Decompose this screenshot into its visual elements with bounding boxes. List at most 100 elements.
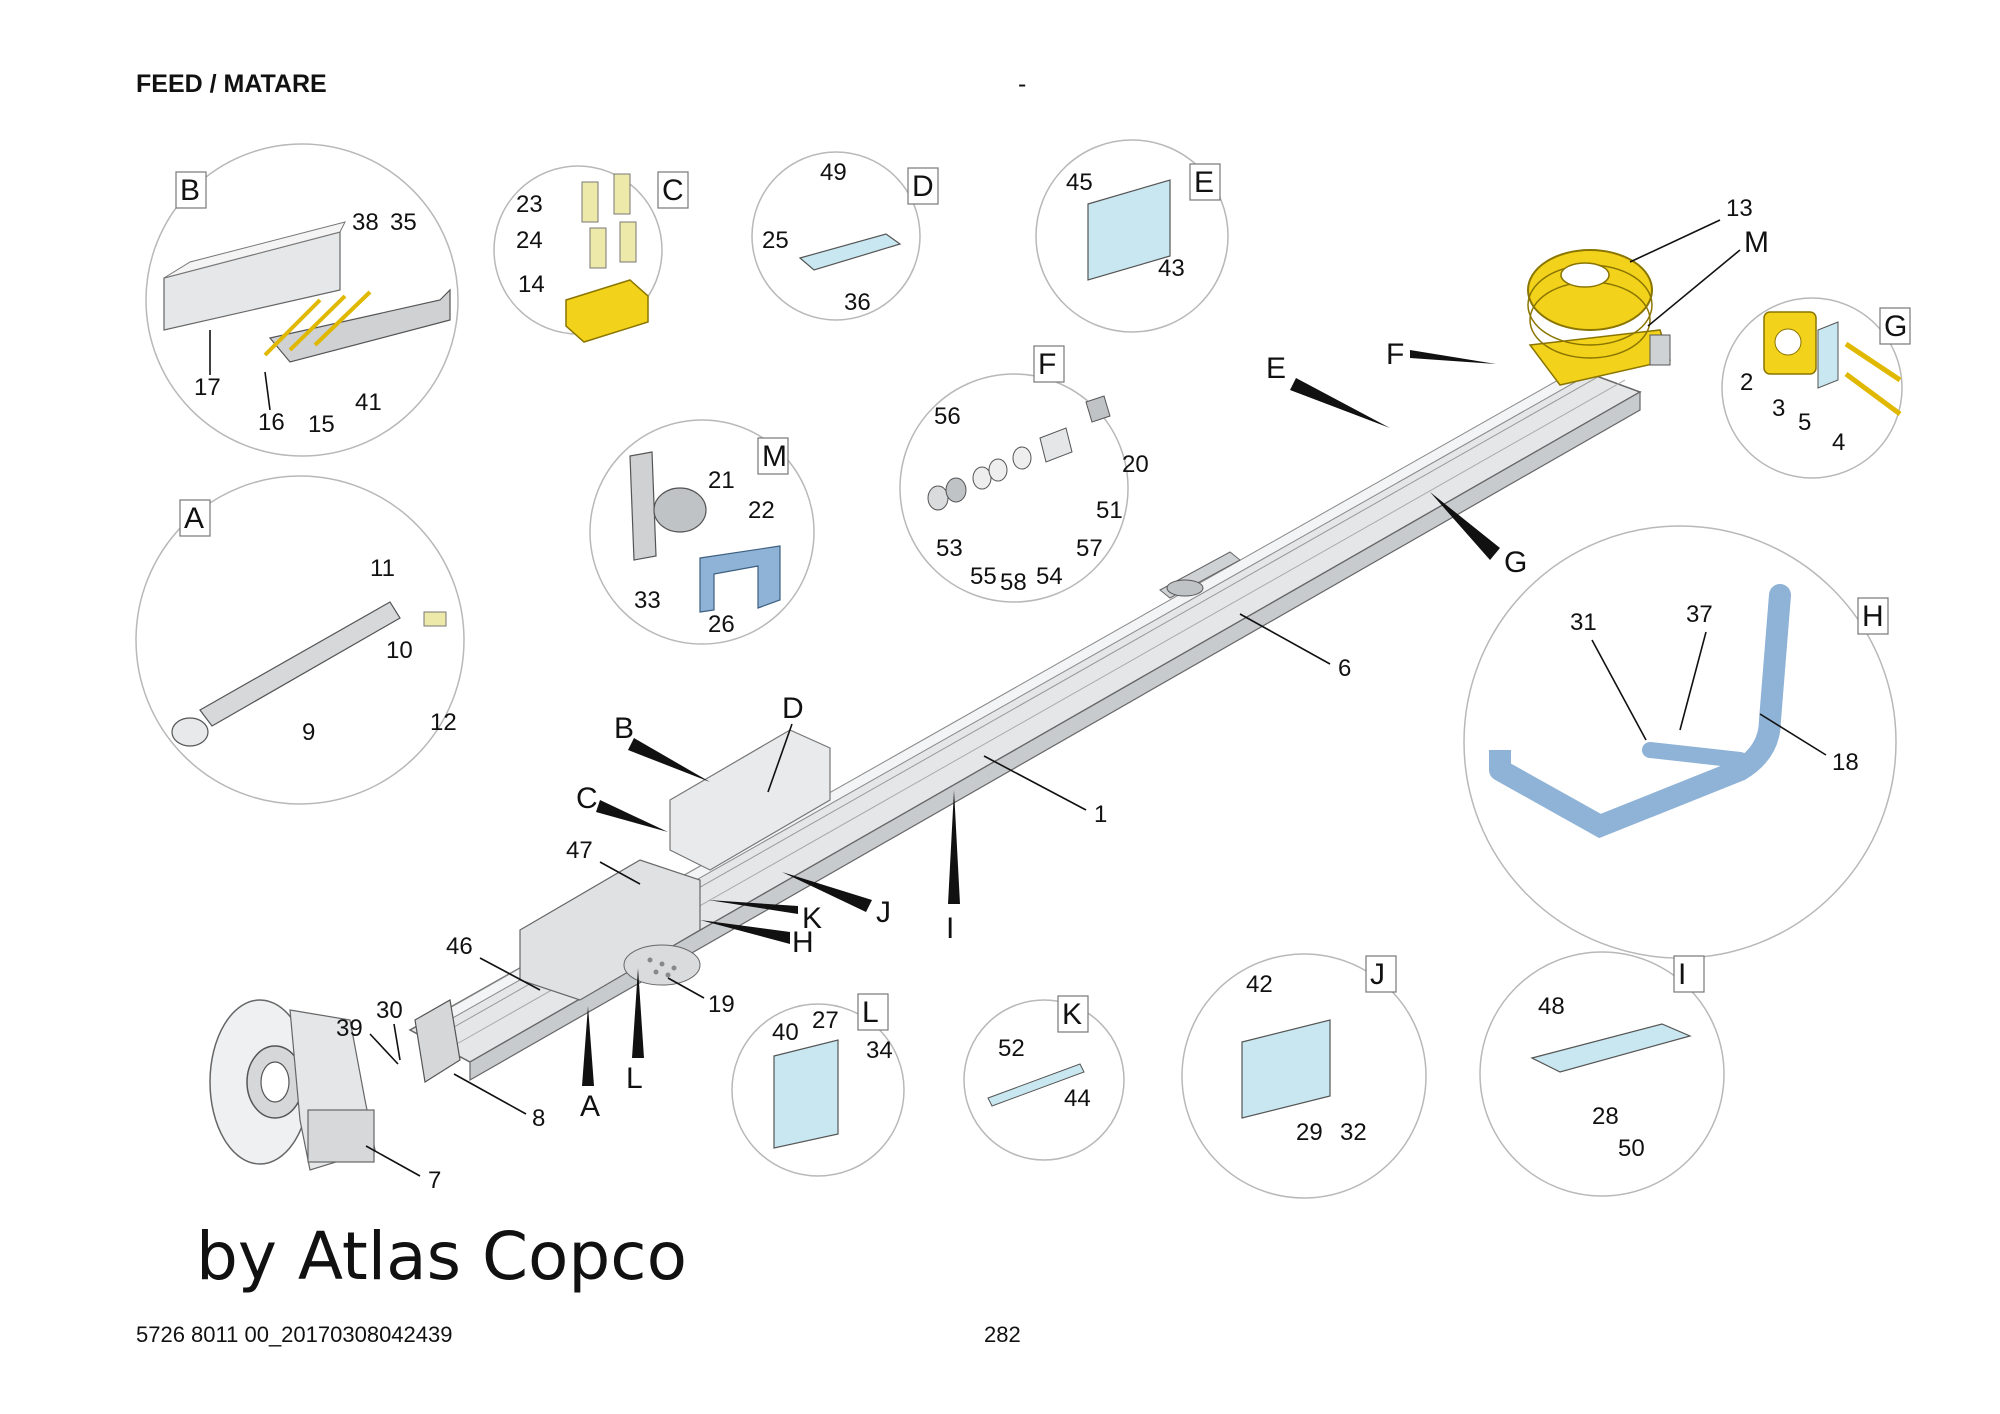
part-number: 37 [1686, 601, 1713, 628]
part-number: 20 [1122, 451, 1149, 478]
detail-view-b: B 38 35 17 16 15 41 [145, 143, 459, 457]
part-number: 12 [430, 709, 457, 736]
part-number: 39 [336, 1015, 363, 1042]
detail-view-c: C 23 24 14 [493, 165, 689, 343]
part-number: 16 [258, 409, 285, 436]
detail-label: K [1062, 998, 1082, 1031]
detail-view-m: M 21 22 33 26 [589, 419, 815, 645]
footer-doc-id: 5726 8011 00_20170308042439 [136, 1322, 453, 1347]
part-number: 19 [708, 991, 735, 1018]
part-number: 55 [970, 563, 997, 590]
detail-label: I [1678, 958, 1686, 991]
detail-view-f: F 56 20 51 53 55 58 54 57 [899, 345, 1149, 603]
part-number: 13 [1726, 195, 1753, 222]
part-number: 15 [308, 411, 335, 438]
section-pointer: K [802, 902, 822, 935]
section-pointer: B [614, 712, 634, 745]
detail-view-k: K 52 44 [963, 995, 1125, 1161]
part-number: 4 [1832, 429, 1845, 456]
detail-label: A [184, 502, 204, 535]
page-number: 282 [984, 1322, 1021, 1347]
detail-label: B [180, 174, 200, 207]
section-pointer: H [792, 926, 814, 959]
detail-label: D [912, 170, 934, 203]
part-number: 21 [708, 467, 735, 494]
part-number: 50 [1618, 1135, 1645, 1162]
part-number: 11 [370, 555, 395, 582]
section-pointer: F [1386, 338, 1404, 371]
part-number: 22 [748, 497, 775, 524]
part-number: 9 [302, 719, 315, 746]
part-number: 3 [1772, 395, 1785, 422]
part-number: 25 [762, 227, 789, 254]
part-number: 7 [428, 1167, 441, 1194]
detail-view-a: A 11 10 12 9 [135, 475, 465, 805]
part-number: 28 [1592, 1103, 1619, 1130]
part-number: 40 [772, 1019, 799, 1046]
part-number: 36 [844, 289, 871, 316]
detail-view-d: D 49 25 36 [751, 151, 939, 321]
part-number: 41 [355, 389, 382, 416]
part-number: 49 [820, 159, 847, 186]
section-pointer: E [1266, 352, 1286, 385]
part-number: 27 [812, 1007, 839, 1034]
part-number: 26 [708, 611, 735, 638]
detail-view-j: J 42 29 32 [1181, 953, 1427, 1199]
section-pointer: G [1504, 546, 1527, 579]
part-number: 33 [634, 587, 661, 614]
detail-label: J [1370, 958, 1385, 991]
rotation-unit [209, 999, 376, 1171]
part-number: 58 [1000, 569, 1027, 596]
part-number: 31 [1570, 609, 1597, 636]
detail-view-h: H 31 37 18 [1463, 525, 1897, 959]
hose-reel [1527, 249, 1671, 386]
page-header-title: FEED / MATARE [136, 70, 327, 98]
part-number: 52 [998, 1035, 1025, 1062]
detail-label: C [662, 174, 684, 207]
part-number: 43 [1158, 255, 1185, 282]
detail-view-i: I 48 28 50 [1479, 951, 1725, 1197]
part-number: 8 [532, 1105, 545, 1132]
detail-label: F [1038, 348, 1056, 381]
detail-label: L [862, 996, 879, 1029]
part-number: 45 [1066, 169, 1093, 196]
section-pointer: C [576, 782, 598, 815]
part-number: 56 [934, 403, 961, 430]
part-number: 53 [936, 535, 963, 562]
detail-view-e: E 45 43 [1035, 139, 1229, 333]
part-number: 5 [1798, 409, 1811, 436]
part-number: 18 [1832, 749, 1859, 776]
part-number: 14 [518, 271, 545, 298]
part-number: 57 [1076, 535, 1103, 562]
section-pointer: J [876, 896, 891, 929]
part-number: 46 [446, 933, 473, 960]
part-number: 24 [516, 227, 543, 254]
part-number: 29 [1296, 1119, 1323, 1146]
detail-label: M [762, 440, 787, 473]
detail-label: G [1884, 310, 1907, 343]
part-number: 35 [390, 209, 417, 236]
part-number: 48 [1538, 993, 1565, 1020]
part-number: 23 [516, 191, 543, 218]
part-number: 44 [1064, 1085, 1091, 1112]
part-number: 6 [1338, 655, 1351, 682]
section-pointer: I [946, 912, 954, 945]
part-number: 38 [352, 209, 379, 236]
part-number: 32 [1340, 1119, 1367, 1146]
detail-label: H [1862, 600, 1884, 633]
page-header-separator: - [1018, 70, 1027, 98]
part-number: 51 [1096, 497, 1123, 524]
part-number: 34 [866, 1037, 893, 1064]
part-number: 30 [376, 997, 403, 1024]
part-number: 1 [1094, 801, 1107, 828]
section-pointer: D [782, 692, 804, 725]
detail-view-g: G 2 3 5 4 [1721, 297, 1911, 479]
part-number: 17 [194, 374, 221, 401]
detail-label: E [1194, 166, 1214, 199]
part-number: 42 [1246, 971, 1273, 998]
part-number: 2 [1740, 369, 1753, 396]
detail-view-l: L 40 27 34 [731, 993, 905, 1177]
watermark: by Atlas Copco [196, 1218, 687, 1295]
section-pointer: L [626, 1062, 643, 1095]
